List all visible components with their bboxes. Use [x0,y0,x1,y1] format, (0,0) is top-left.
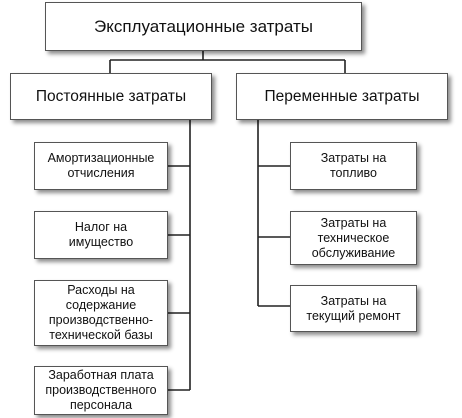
category-label: Постоянные затраты [35,87,187,105]
item-label: Затраты на техническое обслуживание [311,215,396,260]
item-label: Затраты на текущий ремонт [306,293,401,323]
item-depreciation: Амортизационные отчисления [34,142,168,190]
item-label: Амортизационные отчисления [47,151,155,180]
item-label: Налог на имущество [68,220,134,249]
item-fuel-costs: Затраты на топливо [290,142,417,190]
item-property-tax: Налог на имущество [34,211,168,259]
item-label: Заработная плата производственного персо… [45,368,157,412]
item-label: Затраты на топливо [320,151,387,180]
item-repair-costs: Затраты на текущий ремонт [290,285,417,332]
root-node: Эксплуатационные затраты [45,2,362,51]
category-fixed-costs: Постоянные затраты [10,73,212,120]
item-staff-wages: Заработная плата производственного персо… [34,366,168,415]
item-label: Расходы на содержание производственно- т… [48,283,154,342]
category-variable-costs: Переменные затраты [236,73,448,120]
root-label: Эксплуатационные затраты [94,16,313,36]
item-facility-maintenance: Расходы на содержание производственно- т… [34,280,168,346]
item-maintenance-costs: Затраты на техническое обслуживание [290,211,417,265]
category-label: Переменные затраты [264,87,420,105]
